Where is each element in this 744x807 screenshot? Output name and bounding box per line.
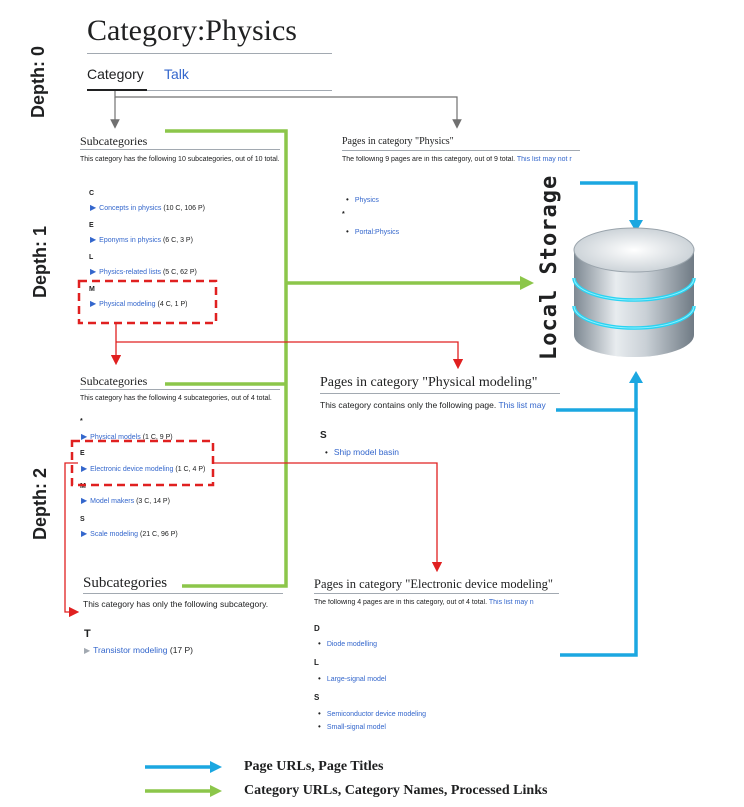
tab-category[interactable]: Category (87, 66, 144, 82)
page-item[interactable]: Small-signal model (318, 722, 386, 731)
highlight-box (70, 439, 215, 487)
page-item[interactable]: Portal:Physics (346, 227, 399, 236)
subcat-item[interactable]: ▶Eponyms in physics (6 C, 3 P) (90, 235, 193, 244)
group-letter: S (320, 430, 327, 441)
group-letter: M (89, 286, 95, 293)
category-arrowhead (520, 276, 534, 290)
group-letter: L (89, 254, 94, 261)
group-letter: D (314, 624, 320, 633)
subcats-desc-2: This category has the following 4 subcat… (80, 395, 272, 402)
pages-heading-3: Pages in category "Electronic device mod… (314, 577, 553, 591)
page-item[interactable]: Large-signal model (318, 674, 387, 683)
tab-talk[interactable]: Talk (164, 66, 189, 82)
subcat-item[interactable]: ▶Physics-related lists (5 C, 62 P) (90, 267, 197, 276)
page-item[interactable]: Physics (346, 195, 379, 204)
page-arrowhead (629, 371, 643, 383)
subcats-desc-3: This category has only the following sub… (83, 599, 269, 609)
database-icon (572, 227, 696, 357)
group-letter: M (80, 483, 86, 490)
group-letter: * (342, 211, 345, 218)
page-flow (556, 181, 638, 657)
highlight-box (77, 279, 218, 325)
subcat-item[interactable]: ▶Scale modeling (21 C, 96 P) (81, 529, 178, 538)
legend-category-arrow (145, 785, 222, 797)
pages-heading-1: Pages in category "Physics" (342, 136, 454, 147)
group-letter: E (80, 450, 85, 457)
group-letter: L (314, 658, 319, 667)
category-flow (165, 129, 525, 588)
pages-heading-2: Pages in category "Physical modeling" (320, 375, 538, 390)
subcat-item[interactable]: ▶Transistor modeling (17 P) (84, 645, 194, 655)
group-letter: S (80, 516, 85, 523)
page-item[interactable]: Ship model basin (325, 447, 399, 457)
pages-desc-2: This category contains only the followin… (320, 400, 546, 410)
subcat-item[interactable]: ▶Physical models (1 C, 9 P) (81, 432, 173, 441)
pages-desc-1: The following 9 pages are in this catego… (342, 156, 572, 163)
link-arrows (64, 323, 464, 618)
root-to-subcats-arrow (114, 91, 462, 129)
group-letter: C (89, 190, 95, 197)
legend-category-label: Category URLs, Category Names, Processed… (244, 783, 548, 798)
page-item[interactable]: Diode modelling (318, 639, 377, 648)
subcats-heading-3: Subcategories (83, 575, 168, 591)
group-letter: * (80, 418, 83, 425)
subcats-heading-1: Subcategories (80, 134, 148, 148)
subcat-item-highlighted[interactable]: ▶Electronic device modeling (1 C, 4 P) (81, 464, 206, 473)
pages-desc-3: The following 4 pages are in this catego… (314, 599, 534, 606)
subcat-item[interactable]: ▶Model makers (3 C, 14 P) (81, 496, 170, 505)
group-letter: S (314, 693, 320, 702)
legend-page-arrow (145, 761, 222, 773)
subcats-heading-2: Subcategories (80, 374, 148, 388)
subcat-item-highlighted[interactable]: ▶Physical modeling (4 C, 1 P) (90, 299, 188, 308)
legend-page-label: Page URLs, Page Titles (244, 759, 384, 774)
page-arrowhead (629, 220, 643, 232)
group-letter: T (84, 628, 91, 640)
page-title: Category:Physics (87, 14, 297, 47)
group-letter: E (89, 222, 94, 229)
subcats-desc-1: This category has the following 10 subca… (80, 156, 280, 163)
subcat-item[interactable]: ▶Concepts in physics (10 C, 106 P) (90, 203, 206, 212)
page-item[interactable]: Semiconductor device modeling (318, 709, 426, 718)
